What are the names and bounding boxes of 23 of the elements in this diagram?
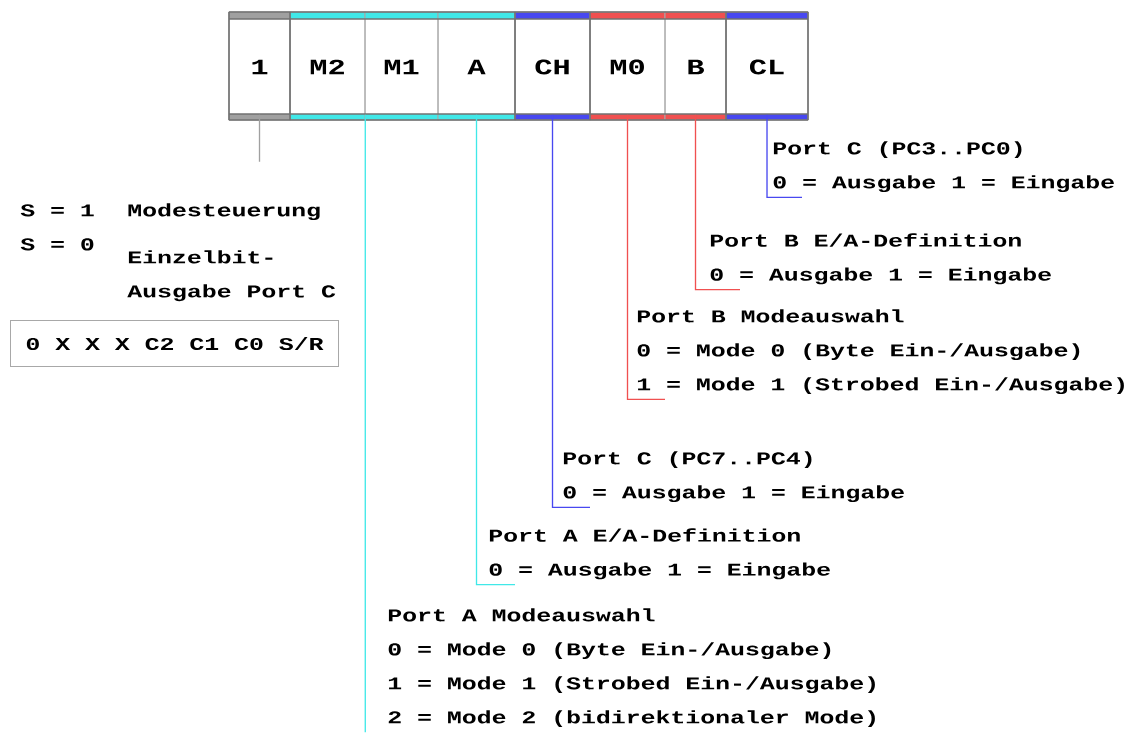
leader-line	[626, 114, 666, 401]
bit-cell: CL	[725, 11, 809, 121]
bit-cell: B	[664, 11, 727, 121]
bit-cell: M2	[289, 11, 366, 121]
description-text: Port B Modeauswahl 0 = Mode 0 (Byte Ein-/Ausgabe) 1 = Mode 1 (Strobed Ein-/Ausgabe)	[637, 309, 1124, 395]
bit-pattern-box: 0 X X X C2 C1 C0 S/R	[10, 320, 339, 367]
bit-cell: CH	[514, 11, 591, 121]
leader-line	[551, 114, 591, 509]
description-text: Port A E/A-Definition 0 = Ausgabe 1 = Eingabe	[489, 528, 830, 580]
bit-cell: 1	[228, 11, 291, 121]
description-text: Port C (PC7..PC4) 0 = Ausgabe 1 = Eingabe	[563, 451, 904, 503]
description-text: Port C (PC3..PC0) 0 = Ausgabe 1 = Eingabe	[773, 141, 1114, 193]
description-text: Port A Modeauswahl 0 = Mode 0 (Byte Ein-/Ausgabe) 1 = Mode 1 (Strobed Ein-/Ausgabe) 2 = Mode 2 (bidirektionaler Mode)	[388, 608, 875, 728]
leader-line	[475, 114, 516, 586]
bit-cell: M1	[364, 11, 439, 121]
description-text: S = 1 Modesteuerung S = 0 Einzelbit- Ausgabe Port C	[20, 203, 336, 302]
bit-cell: M0	[589, 11, 666, 121]
leader-line	[364, 114, 366, 733]
leader-line	[766, 114, 803, 199]
description-text: Port B E/A-Definition 0 = Ausgabe 1 = Eingabe	[710, 233, 1051, 285]
bit-cell: A	[437, 11, 516, 121]
leader-line	[258, 114, 261, 163]
leader-line	[694, 114, 741, 291]
